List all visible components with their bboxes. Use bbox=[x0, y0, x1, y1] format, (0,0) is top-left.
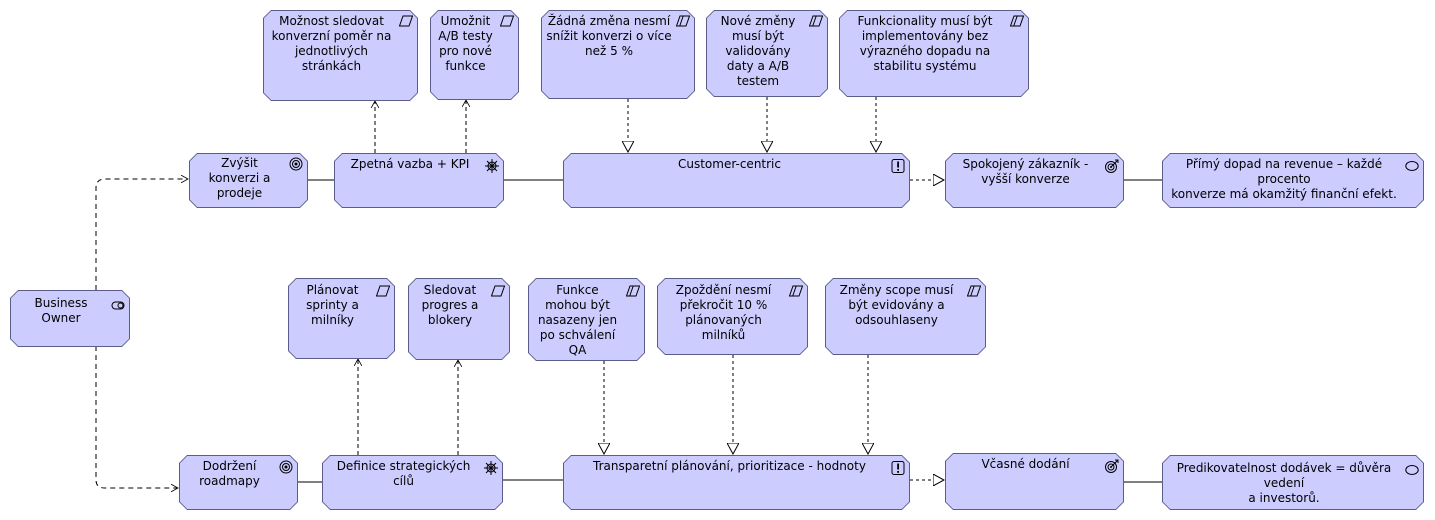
driver-zpetna-vazba[interactable]: Zpetná vazba + KPI bbox=[334, 153, 504, 208]
requirement-label: Plánovat sprinty a milníky bbox=[306, 283, 359, 327]
requirement-label: Umožnit A/B testy pro nové funkce bbox=[438, 14, 493, 73]
requirement-sledovat-progres[interactable]: Sledovat progres a blokery bbox=[408, 278, 510, 360]
outcome-icon bbox=[1105, 159, 1119, 173]
principle-transparentni-planovani[interactable]: Transparetní plánování, prioritizace - h… bbox=[563, 455, 910, 510]
driver-icon bbox=[485, 159, 499, 173]
value-predikovatelnost[interactable]: Predikovatelnost dodávek = důvěra vedení… bbox=[1162, 455, 1424, 510]
principle-label: Customer-centric bbox=[677, 157, 781, 171]
goal-icon bbox=[289, 157, 303, 171]
actor-icon bbox=[111, 298, 125, 312]
principle-label: Transparetní plánování, prioritizace - h… bbox=[593, 459, 866, 473]
actor-to-goal-bottom-link bbox=[95, 346, 178, 488]
requirement-icon bbox=[500, 14, 514, 28]
principle-icon bbox=[891, 461, 905, 475]
constraint-label: Funkcionality musí být implementovány be… bbox=[857, 14, 993, 73]
outcome-icon bbox=[1105, 459, 1119, 473]
requirement-icon bbox=[399, 14, 413, 28]
driver-label: Zpetná vazba + KPI bbox=[350, 157, 470, 171]
value-icon bbox=[1405, 463, 1419, 477]
constraint-validace-daty[interactable]: Nové změny musí být validovány daty a A/… bbox=[706, 10, 828, 97]
requirement-planovat-sprinty[interactable]: Plánovat sprinty a milníky bbox=[288, 278, 395, 359]
constraint-stabilita-systemu[interactable]: Funkcionality musí být implementovány be… bbox=[839, 10, 1029, 97]
constraint-label: Žádná změna nesmí snížit konverzi o více… bbox=[546, 14, 672, 58]
value-icon bbox=[1405, 159, 1419, 173]
constraint-zpozdeni-10[interactable]: Zpoždění nesmí překročit 10 % plánovanýc… bbox=[657, 278, 808, 355]
outcome-label: Spokojený zákazník - vyšší konverze bbox=[962, 157, 1089, 186]
constraint-label: Nové změny musí být validovány daty a A/… bbox=[720, 14, 796, 88]
requirement-ab-testy[interactable]: Umožnit A/B testy pro nové funkce bbox=[430, 10, 519, 100]
requirement-icon bbox=[491, 284, 505, 298]
constraint-konverze-5[interactable]: Žádná změna nesmí snížit konverzi o více… bbox=[541, 10, 695, 99]
actor-to-goal-top-link bbox=[95, 179, 188, 290]
driver-label: Definice strategických cílů bbox=[336, 459, 471, 488]
principle-icon bbox=[891, 159, 905, 173]
outcome-label: Včasné dodání bbox=[981, 457, 1070, 471]
constraint-icon bbox=[1010, 14, 1024, 28]
constraint-icon bbox=[789, 284, 803, 298]
goal-icon bbox=[279, 460, 293, 474]
outcome-spokojeny-zakaznik[interactable]: Spokojený zákazník - vyšší konverze bbox=[945, 153, 1124, 208]
value-label: Přímý dopad na revenue – každé procento … bbox=[1171, 157, 1397, 201]
principle-customer-centric[interactable]: Customer-centric bbox=[563, 153, 910, 208]
value-label: Predikovatelnost dodávek = důvěra vedení… bbox=[1176, 461, 1392, 505]
requirement-icon bbox=[376, 284, 390, 298]
goal-zvysit-konverzi[interactable]: Zvýšit konverzi a prodeje bbox=[189, 153, 308, 208]
constraint-label: Změny scope musí být evidovány a odsouhl… bbox=[839, 283, 954, 327]
constraint-schvaleni-qa[interactable]: Funkce mohou být nasazeny jen po schvále… bbox=[528, 278, 645, 361]
constraint-icon bbox=[809, 14, 823, 28]
requirement-label: Sledovat progres a blokery bbox=[421, 283, 479, 327]
value-primy-dopad[interactable]: Přímý dopad na revenue – každé procento … bbox=[1162, 153, 1424, 208]
constraint-label: Zpoždění nesmí překročit 10 % plánovanýc… bbox=[675, 283, 772, 342]
requirement-label: Možnost sledovat konverzní poměr na jedn… bbox=[271, 14, 392, 73]
constraint-zmeny-scope[interactable]: Změny scope musí být evidovány a odsouhl… bbox=[825, 278, 986, 355]
goal-dodrzeni-roadmapy[interactable]: Dodržení roadmapy bbox=[179, 455, 298, 510]
driver-definice-cilu[interactable]: Definice strategických cílů bbox=[322, 455, 503, 510]
constraint-icon bbox=[626, 284, 640, 298]
constraint-label: Funkce mohou být nasazeny jen po schvále… bbox=[537, 283, 618, 357]
outcome-vcasne-dodani[interactable]: Včasné dodání bbox=[945, 453, 1124, 510]
constraint-icon bbox=[676, 14, 690, 28]
goal-label: Zvýšit konverzi a prodeje bbox=[208, 156, 271, 200]
business-owner-actor[interactable]: Business Owner bbox=[10, 290, 130, 347]
requirement-sledovat-konverzni[interactable]: Možnost sledovat konverzní poměr na jedn… bbox=[263, 10, 418, 101]
goal-label: Dodržení roadmapy bbox=[199, 459, 260, 488]
driver-icon bbox=[484, 461, 498, 475]
actor-label: Business Owner bbox=[34, 296, 88, 325]
constraint-icon bbox=[967, 284, 981, 298]
